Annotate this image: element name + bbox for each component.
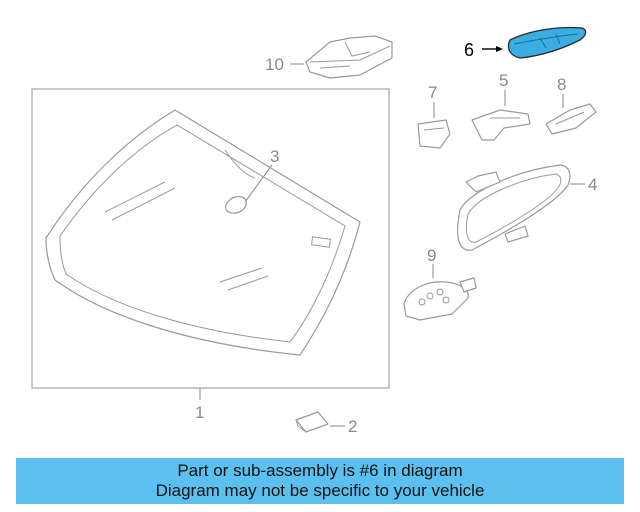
callout-7: 7	[428, 83, 437, 102]
callout-8: 8	[557, 75, 566, 94]
callout-1: 1	[195, 403, 204, 422]
callout-6: 6	[464, 40, 474, 60]
callout-9: 9	[427, 246, 436, 265]
part-2-clip[interactable]	[295, 411, 329, 433]
windshield-glass	[45, 109, 361, 356]
callout-10: 10	[265, 55, 284, 74]
part-10-sensor-housing[interactable]	[305, 35, 393, 79]
part-9-rain-sensor[interactable]	[403, 277, 477, 321]
banner-line-1: Part or sub-assembly is #6 in diagram	[177, 461, 463, 480]
info-banner: Part or sub-assembly is #6 in diagram Di…	[16, 458, 624, 504]
part-4-rearview-mirror[interactable]	[457, 164, 571, 251]
callout-4: 4	[588, 175, 597, 194]
windshield-assembly[interactable]	[31, 88, 390, 389]
part-8-bracket[interactable]	[545, 103, 597, 135]
banner-line-2: Diagram may not be specific to your vehi…	[155, 481, 485, 500]
windshield-frame	[31, 88, 390, 389]
callout-2: 2	[348, 417, 357, 436]
callout-5: 5	[499, 71, 508, 90]
callout-3: 3	[270, 147, 279, 166]
mirror-patch	[225, 195, 247, 214]
part-7-cover[interactable]	[417, 119, 451, 149]
part-5-mount[interactable]	[471, 109, 531, 141]
part-6-cover[interactable]	[507, 26, 587, 59]
parts-diagram: 1 3 2 10 6 7 5 8	[31, 26, 597, 436]
